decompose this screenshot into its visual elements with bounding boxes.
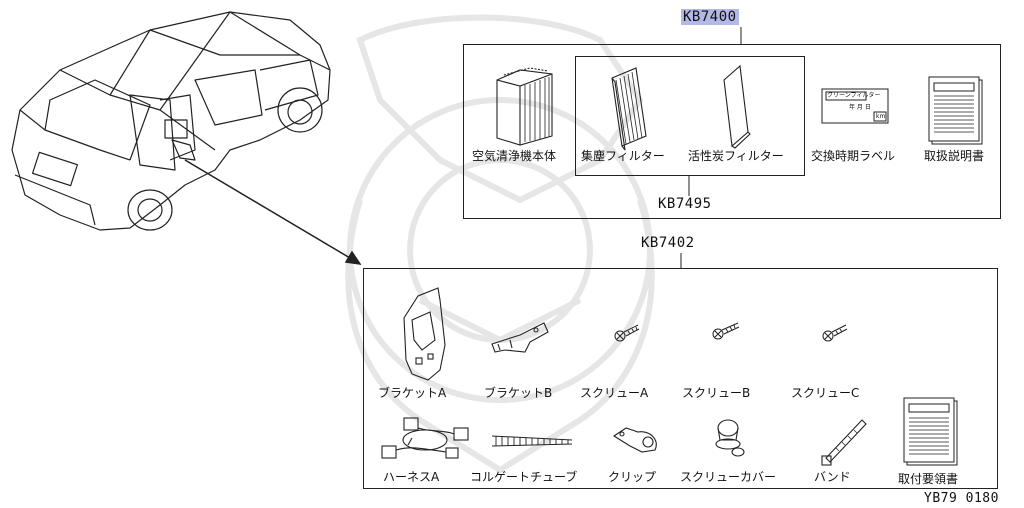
install-guide-label[interactable]: 取付要領書 [898,472,959,486]
label-card-unit: km [876,113,886,120]
screw-c-part [822,324,848,342]
clip-part [612,427,657,453]
screw-cover-part [715,419,745,457]
filter-set-code[interactable]: KB7495 [658,196,712,212]
label-card-date: 年 月 日 [849,104,871,111]
screw-a-label[interactable]: スクリューA [580,386,649,400]
harness-a-label[interactable]: ハーネスA [383,470,440,484]
bracket-a-label[interactable]: ブラケットA [378,386,447,400]
bracket-b-part [491,322,549,353]
diagram-id: YB79 0180 [924,491,999,506]
install-guide-booklet [903,397,958,466]
main-kit-code[interactable]: KB7400 [681,9,739,25]
location-arrow [184,159,362,265]
watermark-emblem [345,14,655,474]
kit-box-main [463,44,1001,219]
carbon-filter-label[interactable]: 活性炭フィルター [688,149,784,163]
dust-filter [611,67,647,151]
band-part [821,419,867,466]
harness-a-part [381,417,469,459]
vehicle-illustration [11,11,331,231]
screw-c-label[interactable]: スクリューC [791,386,860,400]
clip-label[interactable]: クリップ [608,470,657,484]
install-kit-box [363,268,998,489]
band-label[interactable]: バンド [814,470,851,484]
air-purifier-unit [496,67,553,146]
replacement-label-card [821,88,889,124]
air-purifier-label[interactable]: 空気清浄機本体 [472,149,557,163]
manual-label[interactable]: 取扱説明書 [924,149,985,163]
corrugated-tube-label[interactable]: コルゲートチューブ [470,470,578,484]
screw-a-part [614,324,640,342]
corrugated-tube-part [491,435,573,447]
carbon-filter [723,64,751,149]
replace-label-label[interactable]: 交換時期ラベル [811,149,896,163]
screw-cover-label[interactable]: スクリューカバー [680,470,777,484]
filter-set-box [575,56,805,176]
bracket-a-part [403,287,446,381]
install-kit-code[interactable]: KB7402 [641,235,695,251]
dust-filter-label[interactable]: 集塵フィルター [581,149,665,163]
screw-b-part [712,322,740,340]
screw-b-label[interactable]: スクリューB [682,386,751,400]
bracket-b-label[interactable]: ブラケットB [484,386,553,400]
label-card-title: クリーンフィルター [827,92,881,99]
leader-lines [680,27,742,268]
manual-booklet [928,76,983,145]
